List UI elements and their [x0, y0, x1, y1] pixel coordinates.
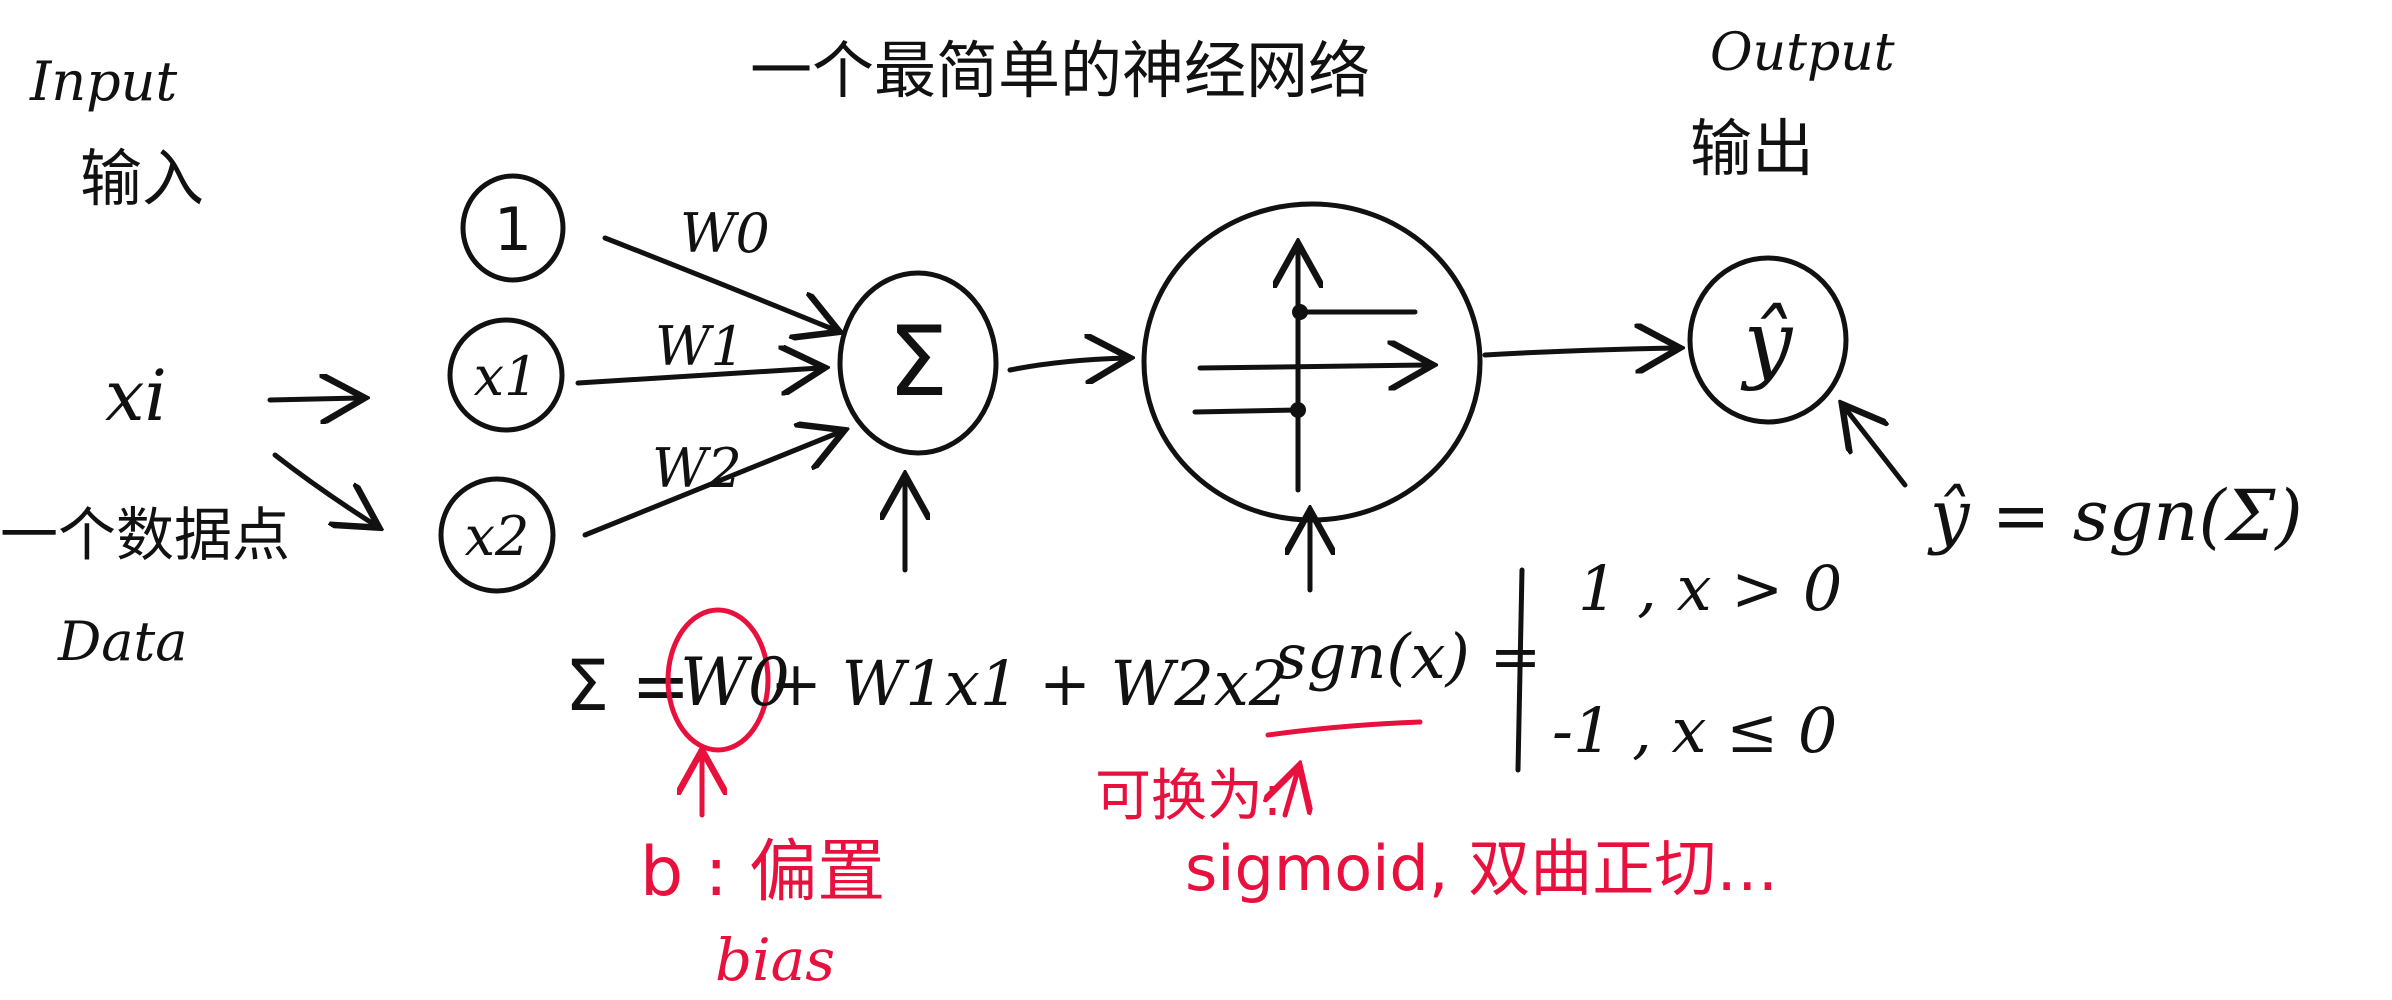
- activation-node: [1141, 201, 1483, 523]
- x1-input-value: x1: [474, 345, 539, 408]
- output-label-en: Output: [1710, 23, 1895, 83]
- x2-input-node: x2: [438, 476, 556, 594]
- output-node: ŷ: [1687, 255, 1849, 425]
- bias-input-node: 1: [460, 173, 566, 283]
- data-point-symbol: xi: [105, 355, 167, 437]
- input-label-en: Input: [29, 50, 177, 113]
- sum-node: Σ: [837, 270, 999, 456]
- sum-node-symbol: Σ: [888, 306, 949, 418]
- arrow-xi-to-x1: [267, 398, 360, 400]
- weight-label-w1: W1: [655, 315, 745, 378]
- sgn-underline: [1265, 719, 1423, 738]
- step-function-graph: [1192, 248, 1428, 493]
- output-label-zh: 输出: [1690, 112, 1814, 185]
- data-point-label-zh: 一个数据点: [0, 501, 290, 569]
- replace-annotation-options: sigmoid, 双曲正切…: [1185, 832, 1778, 905]
- sgn-formula-lhs: sgn(x) =: [1275, 620, 1541, 693]
- replace-annotation-zh: 可换为:: [1095, 764, 1282, 829]
- arrow-to-output-formula: [1845, 408, 1908, 488]
- output-node-symbol: ŷ: [1740, 293, 1794, 393]
- weight-arrow-w2: [582, 432, 840, 538]
- output-formula: ŷ = sgn(Σ): [1927, 475, 2303, 557]
- sgn-brace: [1515, 567, 1525, 773]
- data-point-label-en: Data: [57, 610, 187, 673]
- weight-label-w0: W0: [680, 202, 770, 265]
- arrow-xi-to-x2: [272, 452, 375, 525]
- weight-label-w2: W2: [652, 437, 742, 500]
- sgn-case-positive: 1 , x > 0: [1578, 552, 1842, 625]
- bias-annotation-zh: b : 偏置: [640, 833, 885, 912]
- arrow-activation-to-output: [1482, 348, 1675, 355]
- weight-arrow-w1: [575, 368, 820, 383]
- diagram-title: 一个最简单的神经网络: [750, 34, 1370, 107]
- replace-annotation-arrow: [1285, 770, 1298, 818]
- x2-input-value: x2: [465, 505, 530, 568]
- bias-input-value: 1: [494, 195, 532, 265]
- arrow-sum-to-activation: [1007, 358, 1125, 370]
- weight-arrow-w0: [602, 235, 835, 330]
- input-label-zh: 输入: [80, 142, 204, 215]
- sgn-case-negative: -1 , x ≤ 0: [1552, 694, 1837, 767]
- bias-annotation-en: bias: [715, 926, 835, 994]
- sum-formula-w0: W0: [680, 644, 790, 721]
- sum-formula-rest: + W1x1 + W2x2: [770, 647, 1288, 720]
- x1-input-node: x1: [447, 317, 565, 433]
